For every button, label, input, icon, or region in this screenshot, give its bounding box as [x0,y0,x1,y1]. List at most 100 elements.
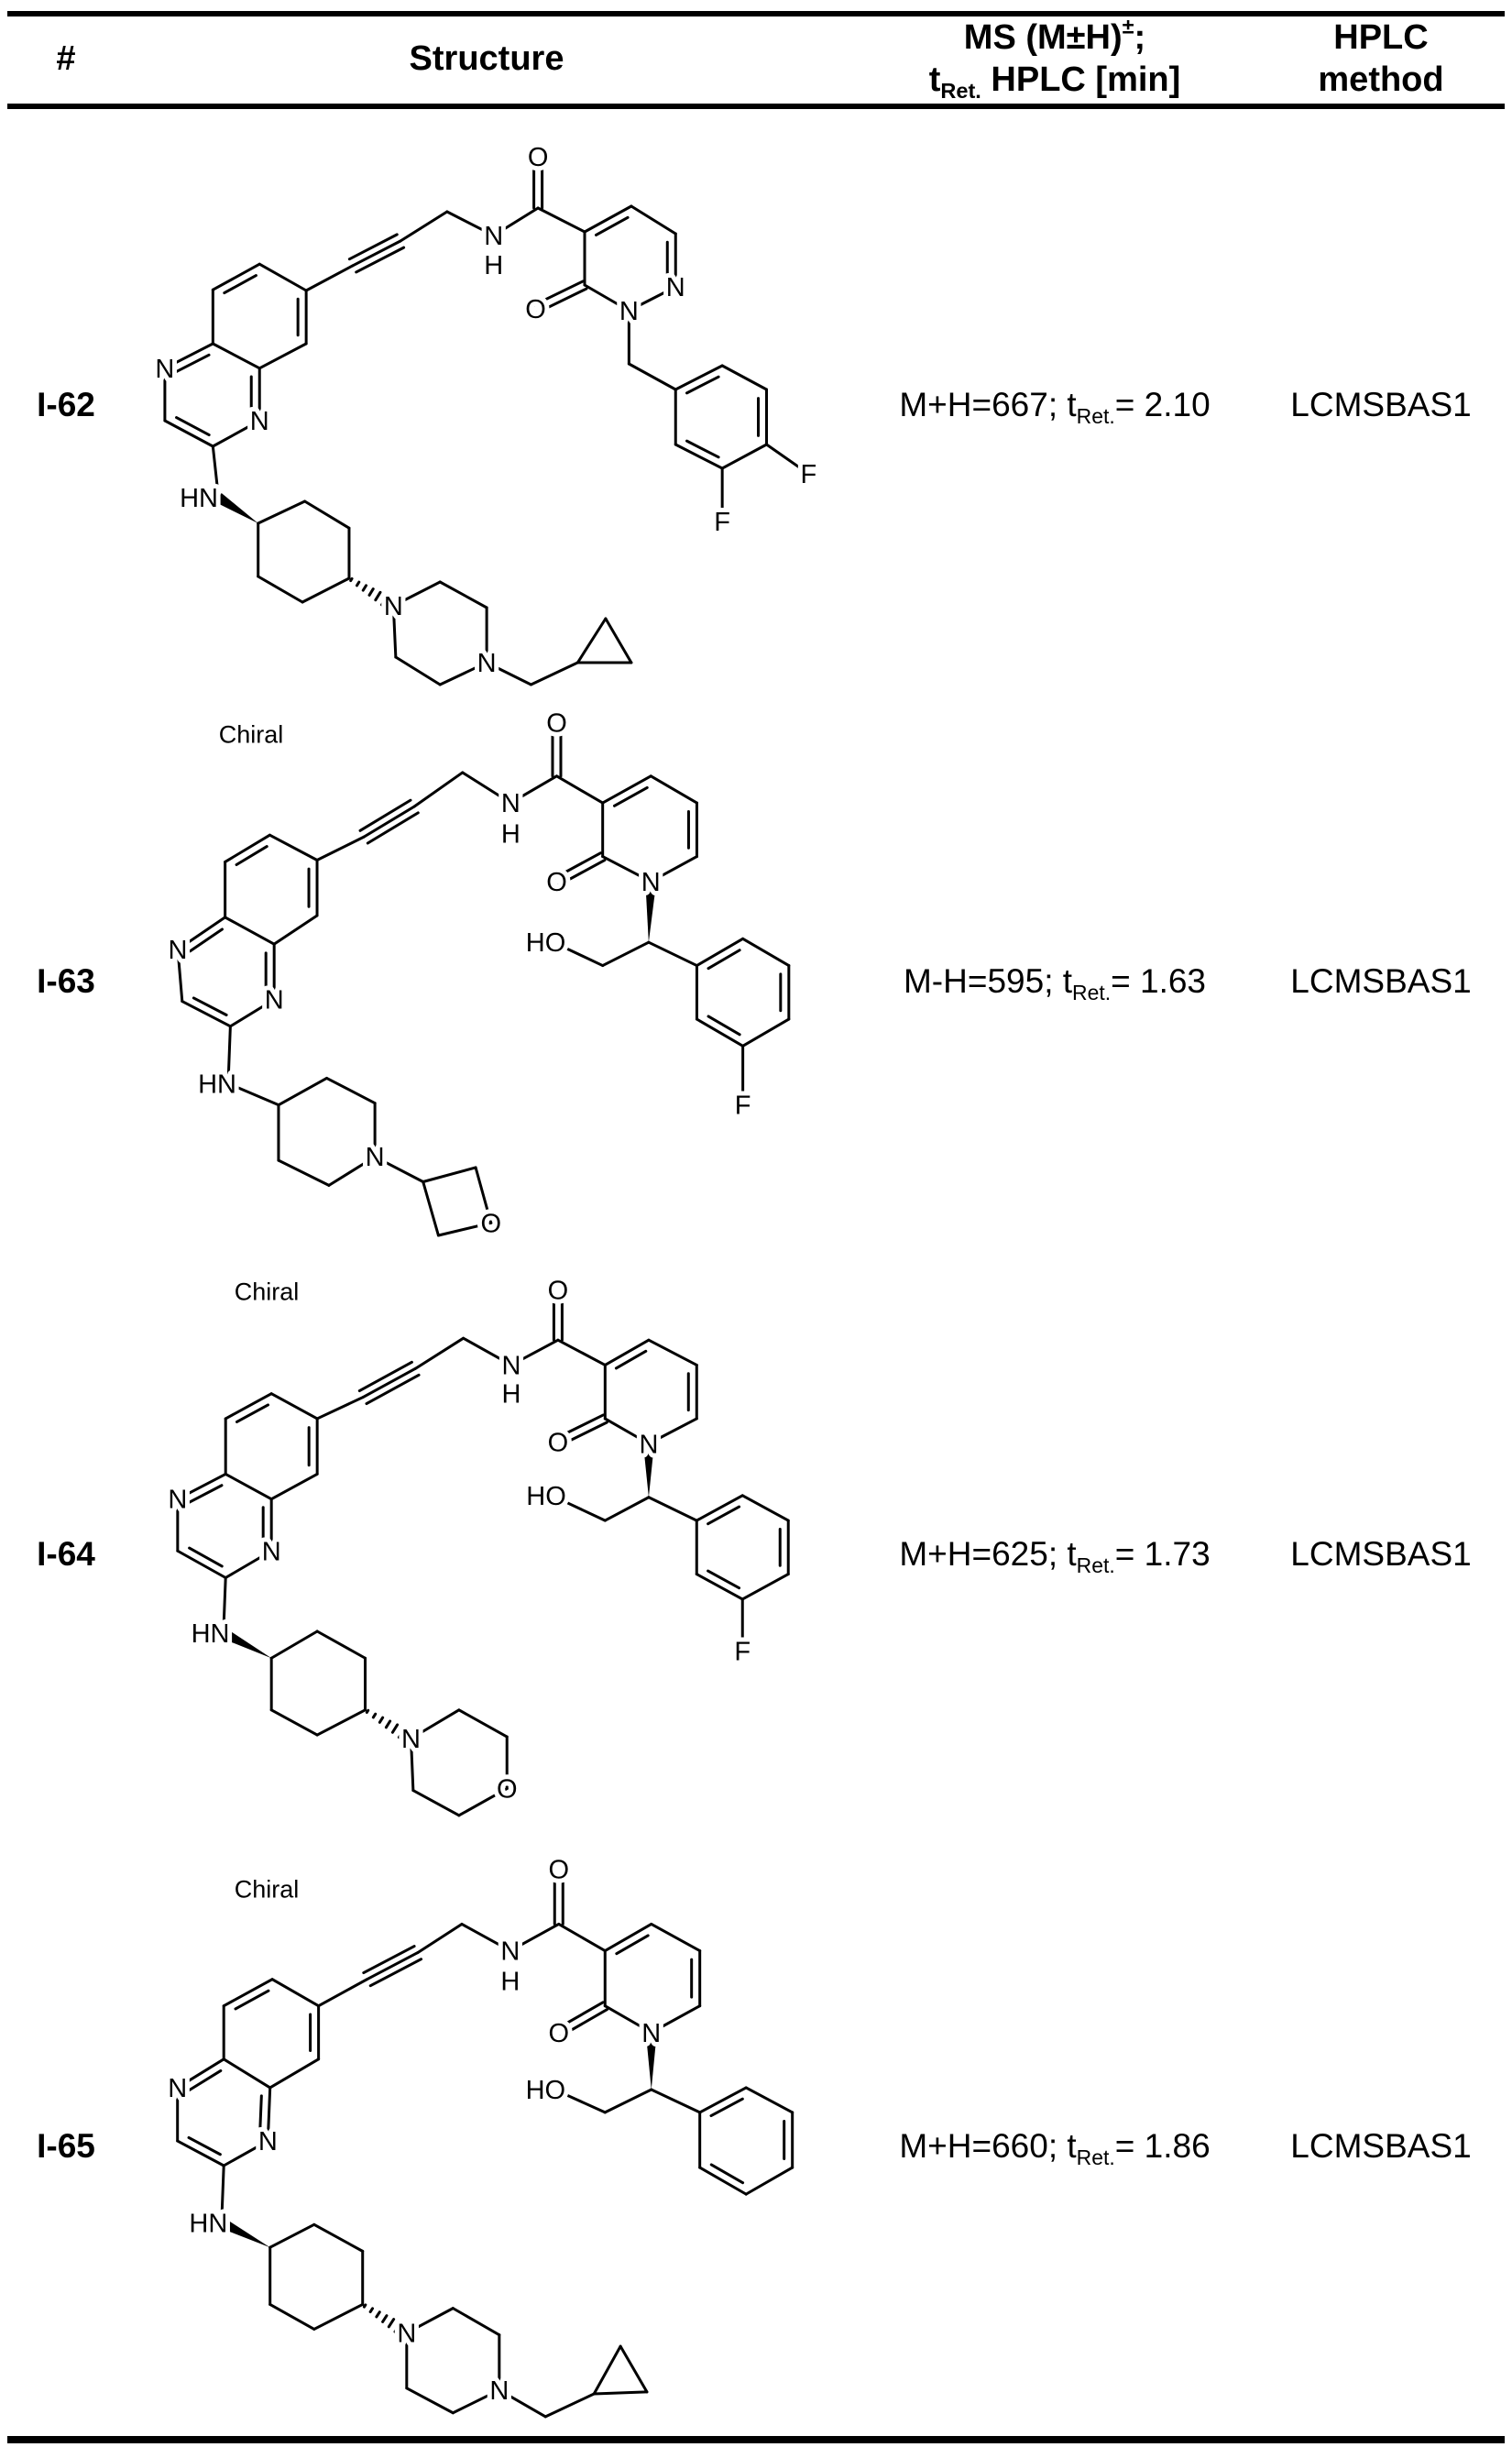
hash-bond [370,2309,372,2312]
atom-label: HN [180,484,218,513]
atom-label: N [384,592,403,621]
double-bond-inner [190,929,222,951]
hash-bond [376,592,380,599]
triple-bond [364,807,414,837]
atom-label: F [800,460,816,489]
atom-label: N [169,936,188,965]
wedge-bond [215,493,258,523]
hash-bond [386,1721,389,1728]
triple-bond [367,813,418,843]
double-bond-inner [711,2099,742,2115]
double-bond-inner [225,276,257,293]
single-bond [440,582,487,608]
atom-label: O [481,1209,502,1238]
single-bond [271,1394,317,1419]
hash-bond [383,2316,387,2322]
single-bond [274,916,317,944]
atom-label: O [548,2019,569,2048]
single-bond [269,835,317,860]
single-bond [317,837,364,860]
atom-label: F [735,1092,751,1121]
single-bond [306,266,353,291]
single-bond [258,501,305,523]
double-bond-inner [596,217,628,235]
single-bond [649,1498,696,1520]
atom-label: N [366,1143,385,1172]
triple-bond [363,1368,415,1397]
single-bond [415,1338,463,1368]
single-bond [459,1710,507,1737]
atom-label: O [497,1775,518,1805]
double-bond-inner [708,950,740,969]
single-bond [224,2059,270,2088]
atom-label: N [477,649,497,678]
single-bond [746,2167,793,2194]
atom-label: F [714,508,730,537]
single-bond [742,1575,788,1599]
single-bond [746,2088,793,2112]
atom-label: HO [526,1482,566,1511]
double-bond-inner [614,787,647,806]
single-bond [317,1631,365,1658]
single-bond [407,2388,454,2413]
double-bond-inner [177,418,210,435]
atom-label: HN [192,1619,230,1649]
single-bond [279,1078,327,1104]
single-bond [559,1499,605,1520]
atom-label: O [525,295,546,324]
atom-label: N [155,355,174,384]
single-bond [225,917,275,944]
single-bond [722,444,766,468]
hash-bond [356,582,358,586]
single-bond [577,619,606,663]
double-bond-inner [708,1571,740,1588]
atom-label: N [168,1486,187,1515]
double-bond-inner [616,1351,645,1368]
atom-label: O [528,143,549,172]
double-bond-inner [236,847,267,865]
atom-label: HO [526,928,566,958]
atom-label: O [548,1277,569,1306]
atom-label: O [548,1428,569,1457]
double-bond-inner [190,1548,223,1566]
triple-bond [360,800,411,830]
single-bond [279,1160,329,1185]
atom-label: H [500,1968,520,1997]
atom-label: O [546,868,567,897]
hash-bond [392,1725,397,1732]
single-bond [270,2304,314,2329]
double-bond-inner [237,1405,268,1422]
atom-label: HN [198,1070,236,1099]
single-bond [400,212,447,241]
single-bond [556,776,602,803]
double-bond-inner [711,2165,742,2183]
single-bond [314,2224,363,2251]
single-bond [545,2394,594,2417]
single-bond [652,2090,700,2112]
single-bond [258,576,302,602]
single-bond [272,1980,319,2006]
atom-label: N [619,297,639,326]
single-bond [305,501,349,528]
single-bond [651,776,696,803]
single-bond [538,208,585,232]
single-bond [423,1168,476,1182]
hash-bond [364,2305,365,2307]
single-bond [413,1791,459,1816]
hash-bond [389,2320,393,2327]
single-bond [620,2346,647,2392]
single-bond [414,773,463,807]
double-bond-inner [708,1016,740,1035]
single-bond [603,942,649,965]
single-bond [629,364,675,390]
atom-label: N [666,273,685,302]
single-bond [213,344,259,368]
double-bond-inner [189,2070,220,2090]
single-bond [271,1474,317,1498]
single-bond [314,2304,363,2329]
single-bond [559,1924,606,1950]
single-bond [652,1924,700,1950]
double-bond-inner [176,355,209,371]
double-bond-inner [189,1486,222,1503]
